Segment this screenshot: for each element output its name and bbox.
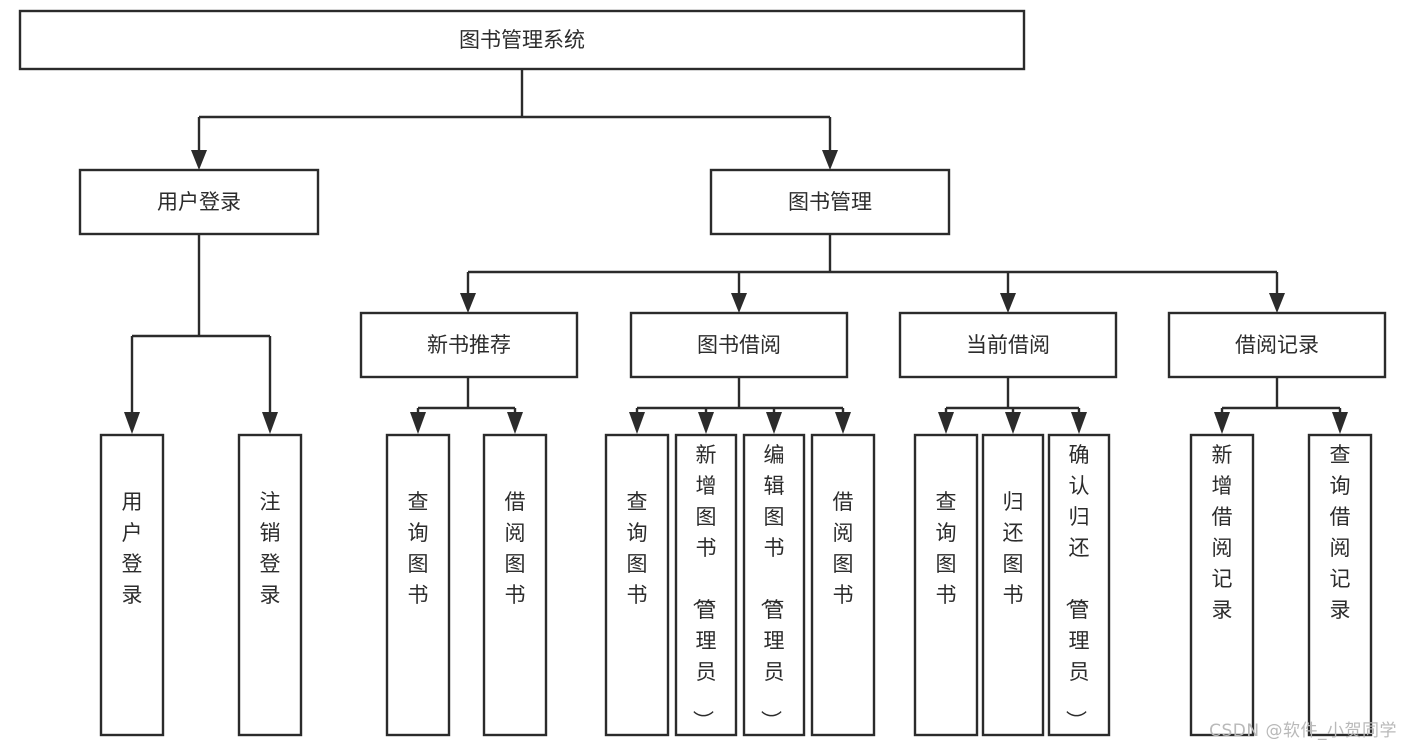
node-book-manage[interactable]: 图书管理: [709, 168, 951, 236]
node-root-label: 图书管理系统: [459, 28, 585, 52]
arrowhead-leaf-cur-return-book: [1005, 412, 1021, 434]
node-leaf-bor-query-book[interactable]: 查询图书: [604, 433, 670, 737]
arrowhead-leaf-bor-borrow-book: [835, 412, 851, 434]
node-leaf-rec-add-record[interactable]: 新增借阅记录: [1189, 433, 1255, 737]
node-leaf-bor-add-book[interactable]: 新增图书（管理员）: [674, 433, 738, 737]
arrowhead-user-login: [191, 150, 207, 170]
node-leaf-cur-return-book[interactable]: 归还图书: [981, 433, 1045, 737]
arrowhead-book-borrow: [731, 293, 747, 313]
node-book-manage-label: 图书管理: [788, 190, 872, 214]
connector-layer: [124, 69, 1348, 434]
node-borrow-record-label: 借阅记录: [1235, 333, 1319, 357]
node-current-borrow[interactable]: 当前借阅: [898, 311, 1118, 379]
arrowhead-current-borrow: [1000, 293, 1016, 313]
node-leaf-cur-query-book-box[interactable]: [913, 433, 979, 737]
node-leaf-user-logout-box[interactable]: [237, 433, 303, 737]
arrowhead-leaf-rec-borrow-book: [507, 412, 523, 434]
watermark-credit: CSDN @软件_小贺同学: [1209, 721, 1397, 741]
arrowhead-leaf-cur-confirm: [1071, 412, 1087, 434]
arrowhead-leaf-rec-add-record: [1214, 412, 1230, 434]
node-leaf-bor-borrow-book[interactable]: 借阅图书: [810, 433, 876, 737]
node-current-borrow-box[interactable]: [898, 311, 1118, 379]
node-leaf-bor-add-book-box[interactable]: [674, 433, 738, 737]
node-user-login[interactable]: 用户登录: [78, 168, 320, 236]
node-leaf-user-logout[interactable]: 注销登录: [237, 433, 303, 737]
arrowhead-borrow-record: [1269, 293, 1285, 313]
arrowhead-leaf-rec-query-book: [410, 412, 426, 434]
node-new-book-recommend[interactable]: 新书推荐: [359, 311, 579, 379]
node-new-book-recommend-box[interactable]: [359, 311, 579, 379]
node-leaf-rec-borrow-book[interactable]: 借阅图书: [482, 433, 548, 737]
node-leaf-rec-add-record-box[interactable]: [1189, 433, 1255, 737]
node-leaf-bor-edit-book-label: 编辑图书（管理员）: [759, 443, 785, 731]
node-leaf-rec-query-book[interactable]: 查询图书: [385, 433, 451, 737]
arrowhead-leaf-user-login: [124, 412, 140, 434]
node-leaf-bor-edit-book[interactable]: 编辑图书（管理员）: [742, 433, 806, 737]
node-leaf-rec-query-record[interactable]: 查询借阅记录: [1307, 433, 1373, 737]
node-leaf-bor-query-book-label: 查询图书: [627, 490, 648, 607]
node-leaf-bor-add-book-label: 新增图书（管理员）: [691, 443, 717, 731]
node-borrow-record-box[interactable]: [1167, 311, 1387, 379]
node-leaf-cur-confirm-box[interactable]: [1047, 433, 1111, 737]
node-new-book-recommend-label: 新书推荐: [427, 333, 511, 357]
node-leaf-cur-query-book-label: 查询图书: [936, 490, 957, 607]
node-leaf-cur-return-book-box[interactable]: [981, 433, 1045, 737]
node-book-borrow-box[interactable]: [629, 311, 849, 379]
arrowhead-new-book-recommend: [460, 293, 476, 313]
node-leaf-rec-query-record-box[interactable]: [1307, 433, 1373, 737]
node-leaf-rec-query-book-label: 查询图书: [408, 490, 429, 607]
node-leaf-user-login-label: 用户登录: [122, 490, 143, 607]
node-user-login-label: 用户登录: [157, 190, 241, 214]
node-leaf-bor-borrow-book-label: 借阅图书: [833, 490, 854, 607]
node-leaf-cur-return-book-label: 归还图书: [1003, 490, 1024, 607]
node-book-borrow[interactable]: 图书借阅: [629, 311, 849, 379]
arrowhead-leaf-rec-query-record: [1332, 412, 1348, 434]
node-book-manage-box[interactable]: [709, 168, 951, 236]
node-leaf-bor-query-book-box[interactable]: [604, 433, 670, 737]
node-leaf-cur-confirm[interactable]: 确认归还（管理员）: [1047, 433, 1111, 737]
arrowhead-leaf-user-logout: [262, 412, 278, 434]
arrowhead-leaf-bor-add-book: [698, 412, 714, 434]
arrowhead-book-manage: [822, 150, 838, 170]
node-book-borrow-label: 图书借阅: [697, 333, 781, 357]
node-leaf-rec-add-record-label: 新增借阅记录: [1212, 443, 1233, 622]
arrowhead-leaf-bor-query-book: [629, 412, 645, 434]
node-leaf-user-login-box[interactable]: [99, 433, 165, 737]
node-leaf-bor-edit-book-box[interactable]: [742, 433, 806, 737]
node-leaf-rec-query-record-label: 查询借阅记录: [1330, 443, 1351, 622]
node-leaf-bor-borrow-book-box[interactable]: [810, 433, 876, 737]
node-root-box[interactable]: [18, 9, 1026, 71]
node-current-borrow-label: 当前借阅: [966, 333, 1050, 357]
node-borrow-record[interactable]: 借阅记录: [1167, 311, 1387, 379]
node-leaf-user-login[interactable]: 用户登录: [99, 433, 165, 737]
node-user-login-box[interactable]: [78, 168, 320, 236]
arrowhead-leaf-bor-edit-book: [766, 412, 782, 434]
node-leaf-rec-query-book-box[interactable]: [385, 433, 451, 737]
arrowhead-leaf-cur-query-book: [938, 412, 954, 434]
node-root[interactable]: 图书管理系统: [18, 9, 1026, 71]
node-leaf-cur-confirm-label: 确认归还（管理员）: [1064, 443, 1090, 731]
node-leaf-user-logout-label: 注销登录: [260, 490, 281, 607]
node-leaf-rec-borrow-book-label: 借阅图书: [505, 490, 526, 607]
node-leaf-cur-query-book[interactable]: 查询图书: [913, 433, 979, 737]
node-leaf-rec-borrow-book-box[interactable]: [482, 433, 548, 737]
